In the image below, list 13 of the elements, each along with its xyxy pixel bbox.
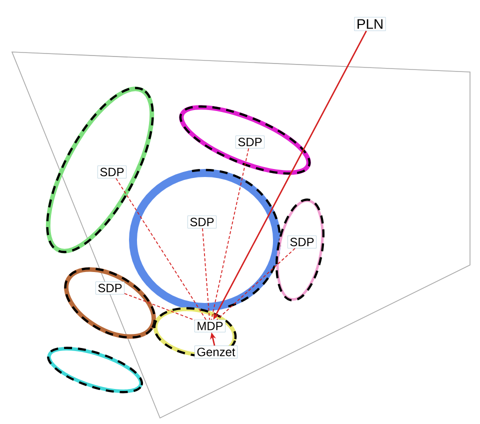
connector-line	[210, 148, 250, 320]
label-box: SDP	[188, 216, 216, 228]
connector-line	[116, 178, 206, 320]
label-box: MDP	[194, 320, 226, 332]
label-box: SDP	[288, 236, 316, 248]
label-box: Genzet	[194, 346, 238, 358]
connector-line	[124, 293, 195, 321]
label-box: PLN	[354, 17, 386, 31]
label-box: SDP	[98, 166, 126, 178]
connector-line	[202, 228, 210, 320]
label-box: SDP	[96, 282, 124, 294]
connector-line	[216, 248, 296, 320]
label-box: SDP	[236, 136, 264, 148]
